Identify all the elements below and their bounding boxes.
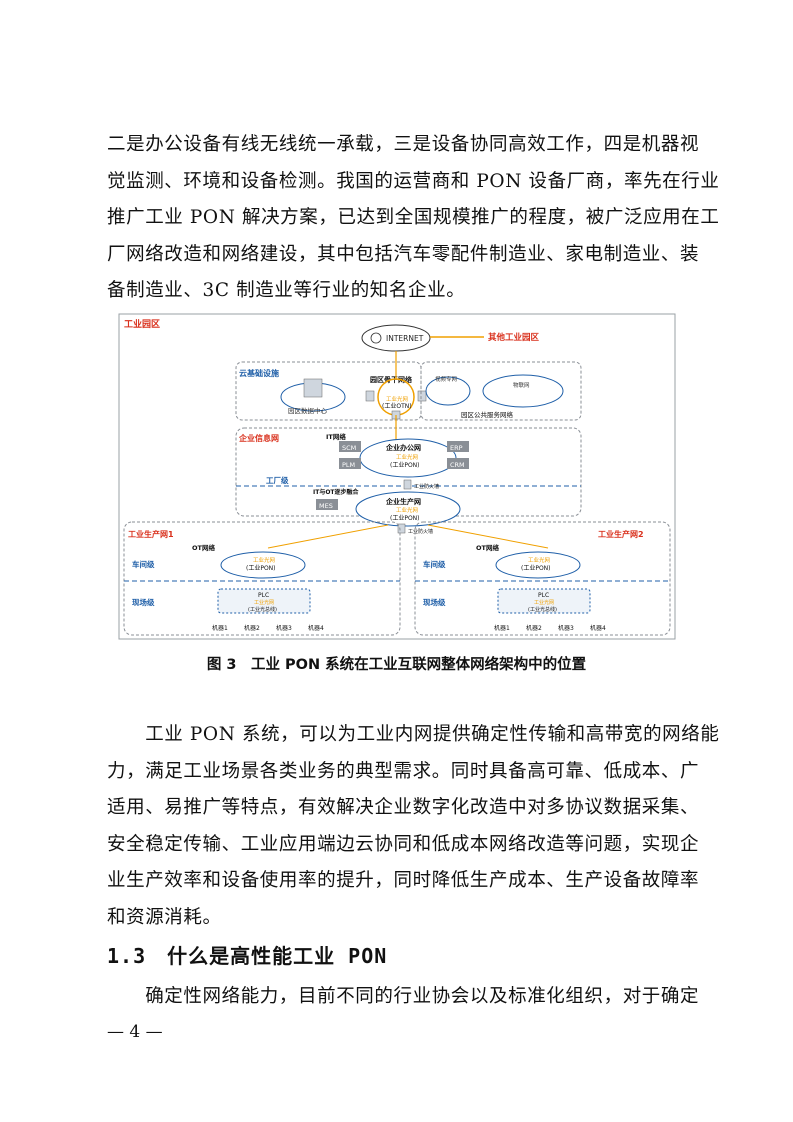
svg-text:工业光网: 工业光网 [396,506,419,514]
svg-text:(工业OTN): (工业OTN) [382,402,412,410]
svg-text:工业光网: 工业光网 [254,599,274,606]
svg-text:车间级: 车间级 [132,559,155,569]
park-label: 工业园区 [124,318,160,330]
factory-level-label: 工厂级 [266,475,289,485]
svg-text:工业光网: 工业光网 [253,556,276,564]
figure-caption: 图 3 工业 PON 系统在工业互联网整体网络架构中的位置 [206,657,587,673]
svg-text:INTERNET: INTERNET [386,334,424,343]
park-datacenter: 园区数据中心 [288,406,328,415]
text-line: 和资源消耗。 [107,906,222,928]
svg-text:现场级: 现场级 [423,597,446,607]
text-line: 安全稳定传输、工业应用端边云协同和低成本网络改造等问题，实现企 [107,833,700,855]
svg-text:机器3: 机器3 [558,624,574,632]
svg-text:PLC: PLC [538,592,549,599]
text-line: 觉监测、环境和设备检测。我国的运营商和 PON 设备厂商，率先在行业 [107,170,720,192]
svg-text:(工业光总线): (工业光总线) [248,606,277,613]
text-line: 确定性网络能力，目前不同的行业协会以及标准化组织，对于确定 [107,986,700,1007]
svg-text:ERP: ERP [450,444,463,452]
text-line: 业生产效率和设备使用率的提升，同时降低生产成本、生产设备故障率 [107,870,700,892]
section-heading: 1.3 什么是高性能工业 PON [107,944,388,968]
network-architecture-figure: 工业园区 INTERNET 其他工业园区 云基础设施 园区数据中心 园区骨干网络… [118,313,676,640]
svg-text:企业办公网: 企业办公网 [385,443,421,452]
internet-cloud: INTERNET [361,324,431,352]
svg-text:工业防火墙: 工业防火墙 [408,528,433,535]
svg-text:机器2: 机器2 [244,624,260,632]
page-number: — 4 — [107,1022,163,1042]
svg-text:(工业PON): (工业PON) [390,514,420,522]
svg-text:车间级: 车间级 [423,559,446,569]
svg-text:PLM: PLM [342,461,355,469]
svg-text:(工业光总线): (工业光总线) [528,606,557,613]
text-line: 推广工业 PON 解决方案，已达到全国规模推广的程度，被广泛应用在工 [107,207,720,229]
svg-text:工业光网: 工业光网 [528,556,551,564]
svg-text:IT与OT逐步融合: IT与OT逐步融合 [313,488,360,496]
svg-text:OT网络: OT网络 [192,543,215,552]
production-network-1: 工业生产网1 OT网络 工业光网 (工业PON) 车间级 现场级 PLC 工业光… [123,521,401,636]
server-icon [303,378,323,398]
globe-icon [370,332,382,344]
svg-text:CRM: CRM [450,461,465,469]
svg-text:工业光网: 工业光网 [386,395,409,403]
svg-text:工业光网: 工业光网 [396,453,419,461]
text-line: 二是办公设备有线无线统一承载，三是设备协同高效工作，四是机器视 [107,134,700,155]
svg-text:现场级: 现场级 [132,597,155,607]
text-line: 备制造业、3C 制造业等行业的知名企业。 [107,280,466,302]
cloud-infra-label: 云基础设施 [239,368,279,378]
svg-text:PLC: PLC [258,592,269,599]
svg-text:机器1: 机器1 [212,624,228,632]
svg-text:IT网络: IT网络 [326,432,346,441]
text-line: 厂网络改造和网络建设，其中包括汽车零配件制造业、家电制造业、装 [107,243,700,265]
production-network-2: 工业生产网2 OT网络 工业光网 (工业PON) 车间级 现场级 PLC 工业光… [414,521,671,636]
svg-text:企业生产网: 企业生产网 [385,497,421,506]
svg-text:SCM: SCM [342,444,356,452]
svg-text:机器1: 机器1 [494,624,510,632]
text-line: 适用、易推广等特点，有效解决企业数字化改造中对多协议数据采集、 [107,797,700,819]
svg-text:机器3: 机器3 [276,624,292,632]
svg-text:MES: MES [319,502,333,510]
svg-text:(工业PON): (工业PON) [390,461,420,469]
svg-text:工业光网: 工业光网 [534,599,554,606]
svg-text:物联网: 物联网 [513,381,530,389]
other-park-label: 其他工业园区 [488,332,540,343]
paragraph-3: 确定性网络能力，目前不同的行业协会以及标准化组织，对于确定 [107,979,700,1016]
enterprise-info-label: 企业信息网 [238,433,279,443]
paragraph-1: 二是办公设备有线无线统一承载，三是设备协同高效工作，四是机器视 觉监测、环境和设… [107,127,720,310]
svg-text:工业生产网2: 工业生产网2 [598,529,644,539]
svg-text:机器2: 机器2 [526,624,542,632]
svg-text:(工业PON): (工业PON) [246,564,276,572]
svg-text:机器4: 机器4 [590,624,606,632]
svg-text:工业生产网1: 工业生产网1 [128,529,174,539]
svg-text:(工业PON): (工业PON) [521,564,551,572]
paragraph-2: 工业 PON 系统，可以为工业内网提供确定性传输和高带宽的网络能 力，满足工业场… [107,717,720,937]
svg-text:视频专网: 视频专网 [435,375,458,383]
public-service-label: 园区公共服务网络 [461,410,514,419]
text-line: 力，满足工业场景各类业务的典型需求。同时具备高可靠、低成本、广 [107,760,700,782]
text-line: 工业 PON 系统，可以为工业内网提供确定性传输和高带宽的网络能 [107,724,720,745]
svg-text:工业防火墙: 工业防火墙 [414,483,439,490]
svg-text:OT网络: OT网络 [476,543,499,552]
svg-text:机器4: 机器4 [308,624,324,632]
